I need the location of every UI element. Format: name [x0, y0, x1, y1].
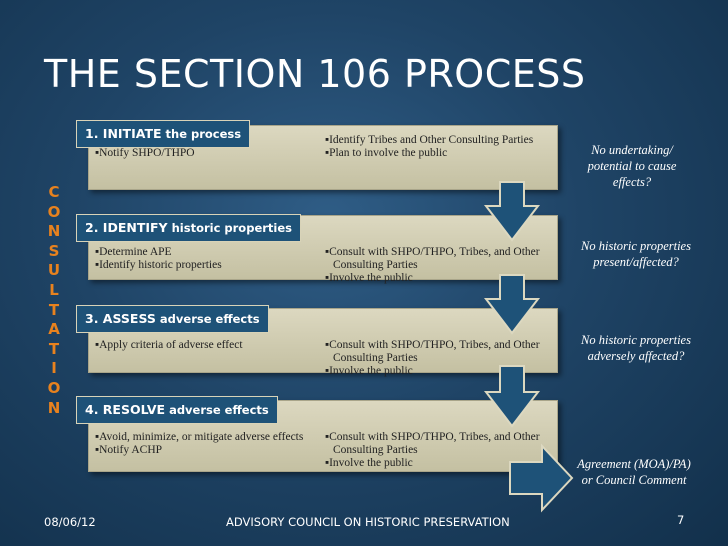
consultation-letter: T [48, 300, 60, 319]
question-no-historic-properties: No historic properties present/affected? [581, 239, 691, 269]
consultation-letter: I [51, 359, 57, 378]
bullet-item: ▪Involve the public [325, 272, 413, 284]
bullet-item: ▪Notify ACHP [95, 444, 163, 456]
step-assess-left-bullets: ▪Apply criteria of adverse effect [95, 339, 313, 352]
bullet-item: ▪Identify historic properties [95, 259, 222, 271]
step-resolve-label: 4. RESOLVE adverse effects [76, 396, 278, 424]
step-label-bold: 1. INITIATE [85, 126, 162, 141]
consultation-letter: L [49, 280, 59, 299]
consultation-letter: A [48, 320, 60, 339]
bullet-item: ▪Notify SHPO/THPO [95, 147, 195, 159]
step-initiate-right-bullets: ▪Identify Tribes and Other Consulting Pa… [325, 134, 553, 160]
consultation-letter: O [47, 378, 61, 397]
footer-date: 08/06/12 [44, 515, 96, 529]
step-label-bold: 4. RESOLVE [85, 402, 166, 417]
step-resolve-right-bullets: ▪Consult with SHPO/THPO, Tribes, and Oth… [325, 431, 553, 470]
bullet-item: ▪Consult with SHPO/THPO, Tribes, and Oth… [325, 246, 540, 271]
step-identify-left-bullets: ▪Determine APE ▪Identify historic proper… [95, 246, 313, 272]
step-label-bold: 3. ASSESS [85, 311, 156, 326]
step-identify-right-bullets: ▪Consult with SHPO/THPO, Tribes, and Oth… [325, 246, 553, 285]
step-identify-label: 2. IDENTIFY historic properties [76, 214, 301, 242]
step-assess-right-bullets: ▪Consult with SHPO/THPO, Tribes, and Oth… [325, 339, 553, 378]
slide-title: THE SECTION 106 PROCESS [44, 52, 586, 96]
bullet-item: ▪Involve the public [325, 457, 413, 469]
bullet-item: ▪Consult with SHPO/THPO, Tribes, and Oth… [325, 431, 540, 456]
question-no-undertaking: No undertaking/ potential to cause effec… [587, 143, 677, 189]
step-label-rest: adverse effects [155, 312, 260, 326]
step-label-rest: adverse effects [165, 403, 269, 417]
right-arrow-icon [509, 443, 574, 513]
consultation-letter: U [47, 261, 61, 280]
down-arrow-icon [483, 181, 541, 242]
down-arrow-icon [483, 365, 541, 428]
consultation-letter: N [47, 398, 61, 417]
step-assess-label: 3. ASSESS adverse effects [76, 305, 269, 333]
step-label-bold: 2. IDENTIFY [85, 220, 168, 235]
consultation-letter: C [48, 183, 60, 201]
step-label-rest: historic properties [167, 221, 292, 235]
step-initiate-label: 1. INITIATE the process [76, 120, 251, 148]
bullet-item: ▪Plan to involve the public [325, 147, 448, 159]
consultation-letter: S [48, 241, 60, 260]
step-label-rest: the process [161, 127, 242, 141]
bullet-item: ▪Determine APE [95, 246, 172, 258]
consultation-vertical-label: C O N S U L T A T I O N [46, 183, 62, 418]
footer-organization: ADVISORY COUNCIL ON HISTORIC PRESERVATIO… [226, 515, 510, 529]
consultation-letter: N [47, 222, 61, 241]
question-not-adversely-affected: No historic properties adversely affecte… [581, 333, 691, 363]
outcome-agreement: Agreement (MOA)/PA) or Council Comment [577, 457, 691, 487]
bullet-item: ▪Identify Tribes and Other Consulting Pa… [325, 134, 534, 146]
consultation-letter: O [47, 202, 61, 221]
bullet-item: ▪Apply criteria of adverse effect [95, 339, 243, 351]
bullet-item: ▪Consult with SHPO/THPO, Tribes, and Oth… [325, 339, 540, 364]
step-resolve-left-bullets: ▪Avoid, minimize, or mitigate adverse ef… [95, 431, 313, 457]
down-arrow-icon [483, 274, 541, 335]
bullet-item: ▪Involve the public [325, 365, 413, 377]
bullet-item: ▪Avoid, minimize, or mitigate adverse ef… [95, 431, 304, 443]
page-number: 7 [677, 513, 685, 527]
consultation-letter: T [48, 339, 60, 358]
